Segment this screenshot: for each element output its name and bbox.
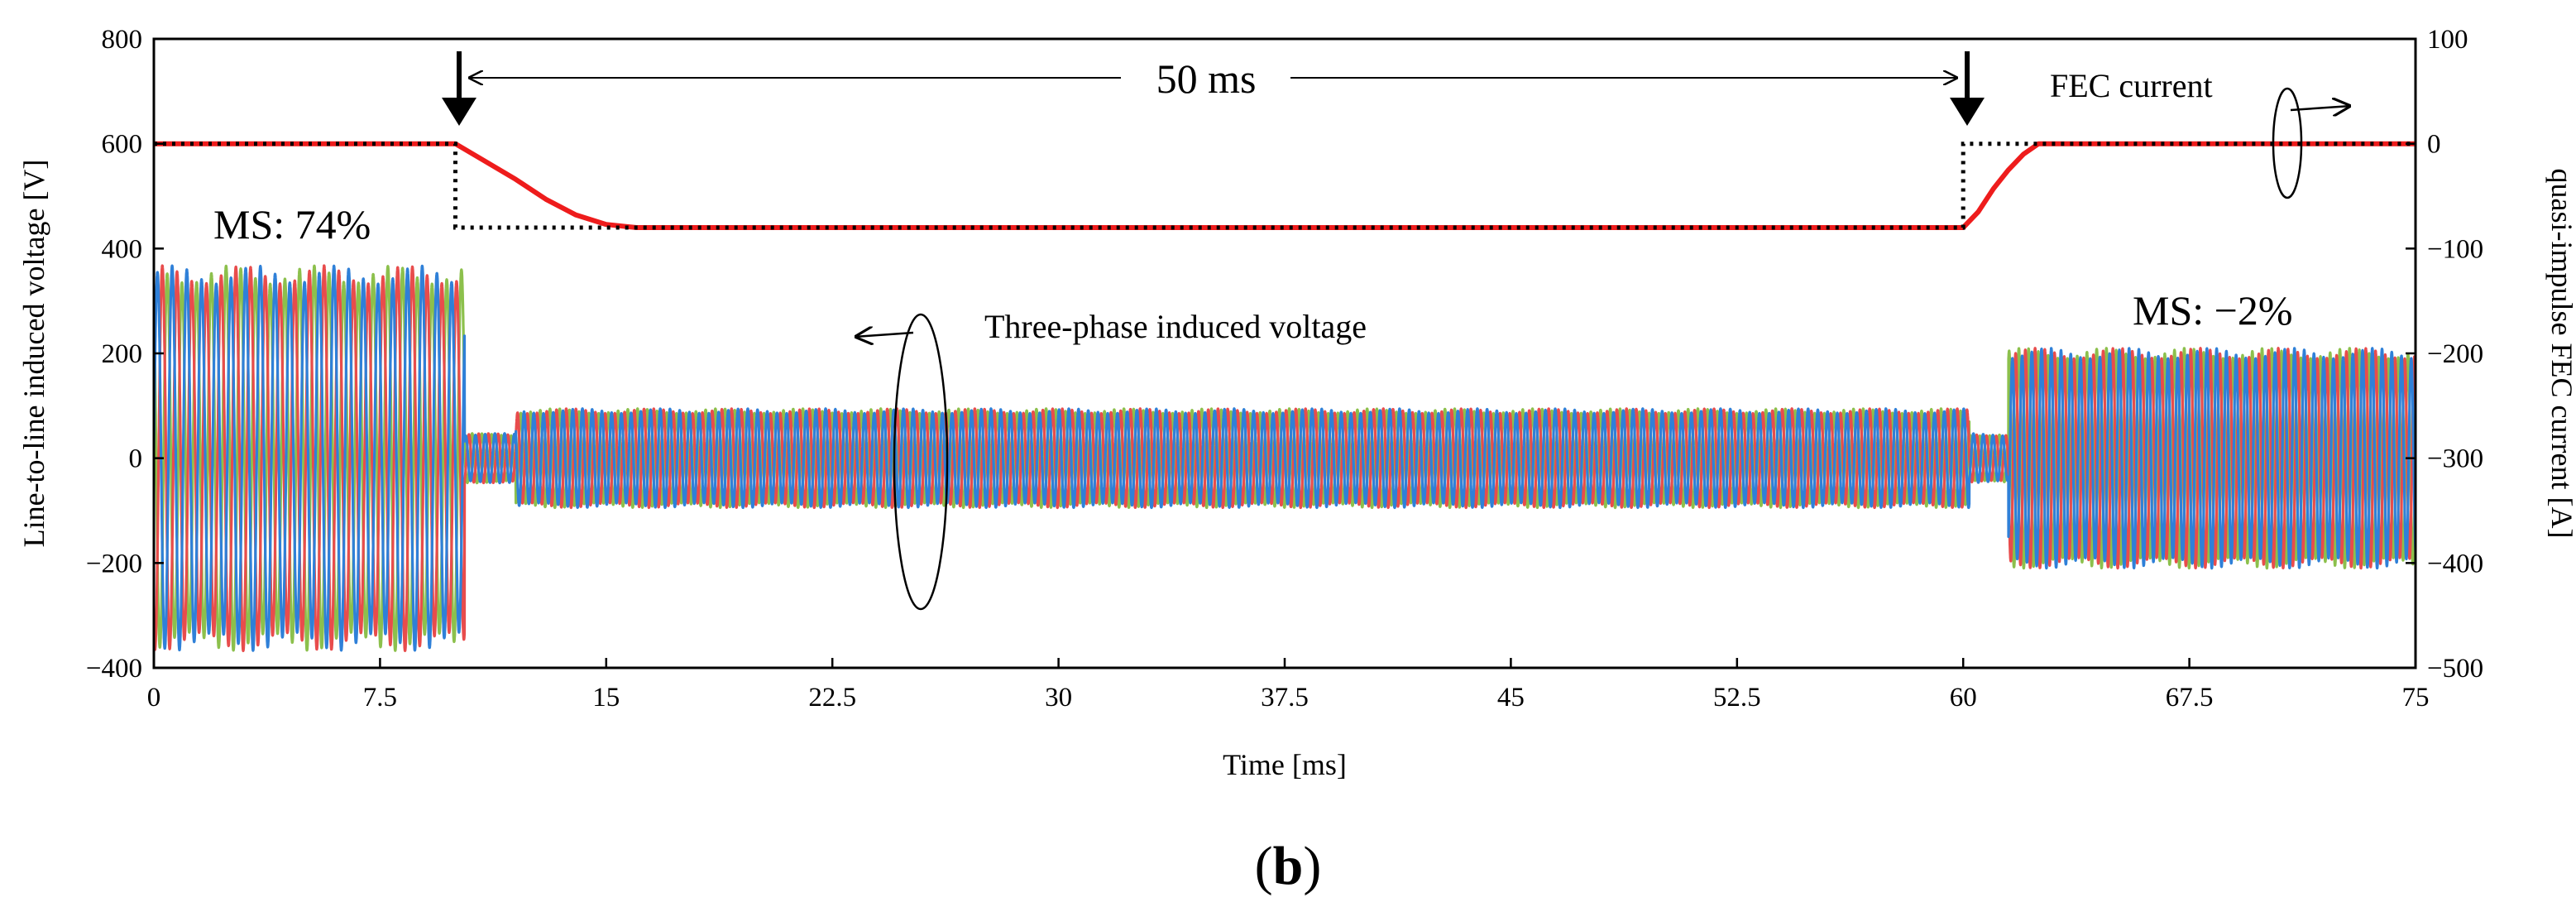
- fec-current-annotation: FEC current: [2050, 67, 2351, 199]
- voltage-phase-3-line: [154, 264, 2416, 652]
- caption-close-paren: ): [1303, 836, 1321, 896]
- plot-frame: [152, 37, 2417, 669]
- induced-voltage-label: Three-phase induced voltage: [984, 308, 1367, 345]
- axis-ticks: 0 7.5 15 22.5 30 37.5 45 52.5 60 67.5 75 800 600 400 2…: [86, 25, 2483, 713]
- y-right-tick-label: −300: [2427, 444, 2483, 474]
- induced-voltage-loop-icon: [893, 313, 949, 611]
- interval-right-arrowhead: [1950, 98, 1985, 126]
- y-right-tick-label: 0: [2427, 130, 2441, 160]
- x-tick-label: 75: [2402, 683, 2430, 713]
- fec-current-label: FEC current: [2050, 67, 2213, 104]
- y-left-tick-label: −400: [86, 654, 142, 684]
- y-left-tick-label: 200: [102, 339, 143, 369]
- caption-open-paren: (: [1255, 836, 1273, 896]
- x-tick-label: 45: [1497, 683, 1525, 713]
- y-right-tick-label: 100: [2427, 25, 2468, 55]
- fec-current-line: [154, 141, 2416, 230]
- interval-label: 50 ms: [1156, 55, 1257, 102]
- figure-caption: (b): [1255, 836, 1322, 896]
- y-right-axis-title: quasi-impulse FEC current [A]: [2545, 169, 2576, 539]
- x-tick-label: 60: [1950, 683, 1977, 713]
- current-series-layer: [154, 141, 2416, 230]
- x-tick-label: 15: [592, 683, 620, 713]
- interval-left-arrowhead: [442, 98, 476, 126]
- x-tick-label: 0: [147, 683, 161, 713]
- y-left-tick-label: −200: [86, 549, 142, 578]
- x-tick-label: 7.5: [363, 683, 397, 713]
- voltage-phase-1-line: [154, 264, 2416, 652]
- y-left-tick-label: 600: [102, 130, 143, 160]
- x-tick-label: 37.5: [1261, 683, 1309, 713]
- y-left-tick-label: 0: [129, 444, 143, 474]
- y-right-tick-label: −200: [2427, 339, 2483, 369]
- y-right-tick-label: −100: [2427, 234, 2483, 264]
- x-tick-label: 22.5: [808, 683, 856, 713]
- ms-end-label: MS: −2%: [2133, 287, 2293, 334]
- induced-voltage-arrow-icon: [855, 333, 914, 337]
- y-left-tick-label: 800: [102, 25, 143, 55]
- y-left-tick-label: 400: [102, 234, 143, 264]
- y-left-axis-title: Line-to-line induced voltage [V]: [17, 160, 50, 548]
- induced-voltage-annotation: Three-phase induced voltage: [855, 308, 1367, 611]
- interval-annotation: 50 ms: [442, 51, 1985, 126]
- fec-current-arrow-icon: [2290, 106, 2351, 110]
- caption-letter: b: [1273, 836, 1304, 896]
- fec-current-reference-line: [154, 142, 2416, 230]
- ms-start-label: MS: 74%: [213, 201, 371, 247]
- x-tick-label: 30: [1045, 683, 1072, 713]
- x-axis-title: Time [ms]: [1223, 748, 1347, 781]
- x-tick-label: 67.5: [2166, 683, 2214, 713]
- y-right-tick-label: −400: [2427, 549, 2483, 578]
- voltage-series-layer: [154, 264, 2416, 652]
- y-right-tick-label: −500: [2427, 654, 2483, 684]
- x-tick-label: 52.5: [1713, 683, 1761, 713]
- fec-current-loop-icon: [2272, 87, 2303, 199]
